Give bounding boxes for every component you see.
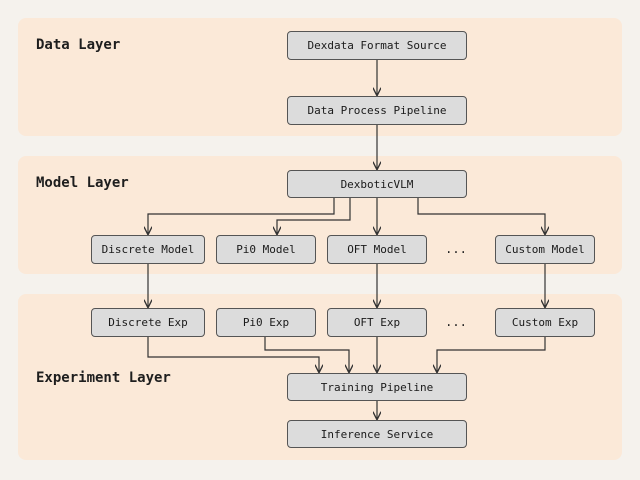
training-pipeline-node: Training Pipeline xyxy=(287,373,467,401)
exp-ellipsis: ... xyxy=(445,315,467,329)
arrow-vlm-to-pi0-model xyxy=(277,198,351,234)
discrete-exp-node: Discrete Exp xyxy=(91,308,205,337)
model-layer-title: Model Layer xyxy=(36,175,129,191)
experiment-layer-title: Experiment Layer xyxy=(36,370,171,386)
arrow-discrete-exp-to-training xyxy=(147,337,319,372)
data-process-pipeline-node: Data Process Pipeline xyxy=(287,96,467,125)
model-ellipsis: ... xyxy=(445,242,467,256)
inference-service-node: Inference Service xyxy=(287,420,467,448)
oft-model-node: OFT Model xyxy=(327,235,427,264)
arrow-vlm-to-custom-model xyxy=(417,198,545,234)
custom-model-node: Custom Model xyxy=(495,235,595,264)
dexbotic-vlm-node: DexboticVLM xyxy=(287,170,467,198)
data-layer-title: Data Layer xyxy=(36,37,121,53)
oft-exp-node: OFT Exp xyxy=(327,308,427,337)
dexdata-format-source-node: Dexdata Format Source xyxy=(287,31,467,60)
arrow-custom-exp-to-training xyxy=(437,337,546,372)
discrete-model-node: Discrete Model xyxy=(91,235,205,264)
arrow-vlm-to-discrete-model xyxy=(148,198,335,234)
custom-exp-node: Custom Exp xyxy=(495,308,595,337)
pi0-exp-node: Pi0 Exp xyxy=(216,308,316,337)
arrow-pi0-exp-to-training xyxy=(264,337,349,372)
pi0-model-node: Pi0 Model xyxy=(216,235,316,264)
